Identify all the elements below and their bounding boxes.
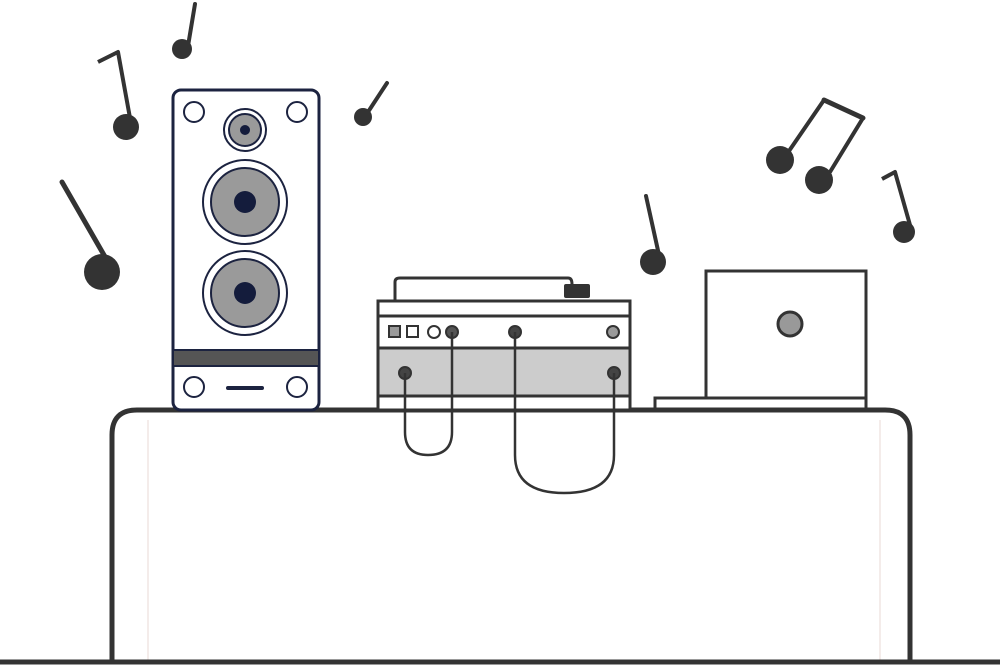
laptop-base bbox=[653, 396, 868, 411]
laptop-icon bbox=[653, 269, 868, 411]
turntable-tone-arm bbox=[393, 276, 574, 302]
speaker-woofer-upper-center bbox=[234, 191, 256, 213]
speaker-band bbox=[172, 349, 320, 367]
turntable-knob-2 bbox=[606, 325, 620, 339]
speaker-screw-bottom-right bbox=[286, 376, 308, 398]
music-note-icon bbox=[881, 170, 915, 243]
turntable-base bbox=[376, 394, 632, 412]
speaker-woofer-lower-center bbox=[234, 282, 256, 304]
turntable-icon bbox=[376, 276, 632, 495]
music-note-icon bbox=[354, 81, 389, 126]
music-note-icon bbox=[59, 179, 120, 290]
turntable-control-strip bbox=[376, 314, 632, 350]
turntable-lower-panel bbox=[376, 346, 632, 398]
speaker-tweeter-center bbox=[240, 125, 250, 135]
turntable-cartridge bbox=[564, 284, 590, 298]
speaker-screw-top-left bbox=[183, 101, 205, 123]
speaker-screw-top-right bbox=[286, 101, 308, 123]
music-note-icon bbox=[172, 2, 197, 59]
turntable-button-square-1 bbox=[388, 325, 401, 338]
music-note-icon bbox=[97, 50, 139, 140]
speaker-icon bbox=[171, 88, 321, 412]
turntable-top bbox=[376, 299, 632, 318]
turntable-cable-left bbox=[403, 332, 454, 457]
table bbox=[0, 407, 1000, 665]
music-note-icon bbox=[640, 194, 666, 275]
table-outline bbox=[109, 407, 913, 662]
speaker-screw-bottom-left bbox=[183, 376, 205, 398]
beamed-music-note-icon bbox=[766, 97, 866, 194]
speaker-body bbox=[171, 88, 321, 412]
turntable-cable-right bbox=[513, 332, 616, 495]
turntable-button-square-2 bbox=[406, 325, 419, 338]
music-notes bbox=[59, 2, 915, 290]
laptop-logo bbox=[776, 310, 804, 338]
turntable-knob-1 bbox=[427, 325, 441, 339]
